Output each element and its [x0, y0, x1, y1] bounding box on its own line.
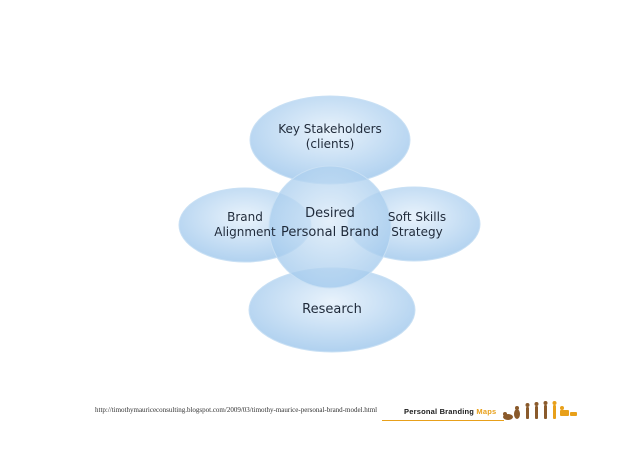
research-line1: Research: [302, 302, 362, 317]
source-url[interactable]: http://timothymauriceconsulting.blogspot…: [95, 406, 378, 414]
center-line1: Desired: [305, 206, 355, 221]
logo-text-accent: Maps: [476, 407, 497, 416]
research-label: Research: [282, 302, 382, 318]
personal-branding-maps-logo: Personal Branding Maps: [382, 398, 582, 424]
center-circle: [268, 165, 392, 289]
center-line2: Personal Brand: [280, 224, 380, 240]
soft-skills-line2: Strategy: [391, 225, 443, 239]
brand-alignment-line1: Brand: [227, 210, 263, 224]
logo-underline: [382, 420, 504, 421]
soft-skills-line1: Soft Skills: [387, 210, 447, 224]
logo-text: Personal Branding Maps: [404, 407, 496, 416]
stakeholders-line1: Key Stakeholders: [278, 122, 382, 136]
stakeholders-line2: (clients): [305, 137, 355, 151]
stakeholders-label: Key Stakeholders (clients): [262, 122, 398, 152]
logo-text-main: Personal Branding: [404, 407, 475, 416]
evolution-figures-icon: [503, 401, 577, 420]
brand-alignment-label: Brand Alignment: [200, 210, 290, 240]
brand-alignment-line2: Alignment: [214, 225, 276, 239]
soft-skills-label: Soft Skills Strategy: [372, 210, 462, 240]
center-label: Desired Personal Brand: [270, 205, 390, 243]
